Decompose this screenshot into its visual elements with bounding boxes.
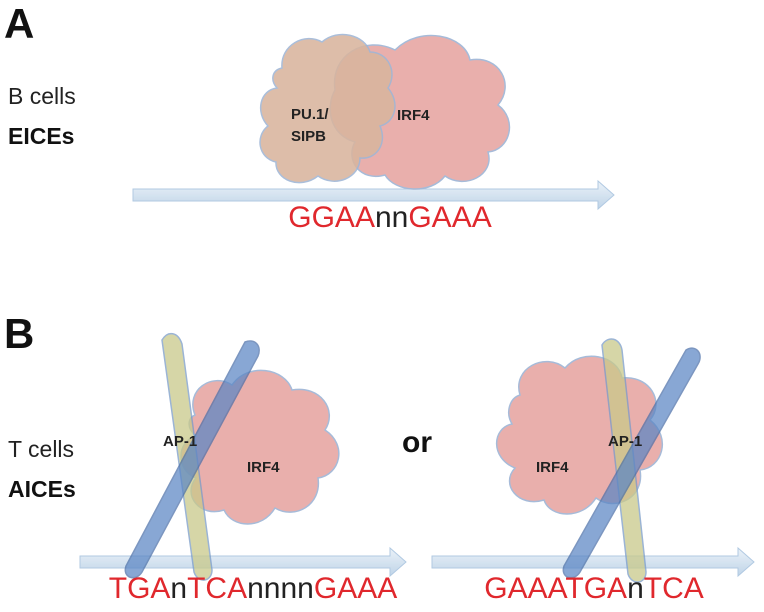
sequence-b-left-segment-1: n <box>170 572 187 605</box>
ap1-protein-b-right: AP-1 <box>562 338 701 583</box>
dna-arrow-b-right <box>431 546 755 578</box>
panel-a-cell-type: B cells <box>8 83 76 109</box>
sequence-a-segment-1: nn <box>375 201 408 234</box>
irf4-label-b-right: IRF4 <box>536 459 569 476</box>
sequence-a-segment-0: GGAA <box>288 201 375 234</box>
panel-a: A B cells EICEs IRF4 PU.1/ SIPB GGAAnnGA… <box>4 0 615 234</box>
pu1-label-line1: PU.1/ <box>291 106 329 123</box>
sequence-a-segment-2: GAAA <box>408 201 491 234</box>
sequence-b-right-segment-0: GAAATGA <box>484 572 627 605</box>
ap1-label-b-right: AP-1 <box>608 433 642 450</box>
panel-b-letter: B <box>4 310 34 357</box>
sequence-b-right-segment-2: TCA <box>644 572 704 605</box>
panel-a-letter: A <box>4 0 34 47</box>
irf4-label-b-left: IRF4 <box>247 459 280 476</box>
irf4-label-a: IRF4 <box>397 107 430 124</box>
sequence-b-right-segment-1: n <box>627 572 644 605</box>
sequence-b-left-segment-2: TCA <box>187 572 247 605</box>
pu1-protein: PU.1/ SIPB <box>259 33 396 184</box>
panel-b: B T cells AICEs IRF4 AP-1 TGAnTCAnnnnGAA… <box>4 310 755 605</box>
panel-a-element-type: EICEs <box>8 123 74 149</box>
or-connector: or <box>402 426 432 459</box>
ap1-label-b-left: AP-1 <box>163 433 197 450</box>
sequence-b-left-segment-3: nnnn <box>247 572 314 605</box>
ap1-blue-helix-right <box>562 347 701 579</box>
sequence-b-left-segment-0: TGA <box>109 572 171 605</box>
panel-b-cell-type: T cells <box>8 436 74 462</box>
sequence-a: GGAAnnGAAA <box>288 201 491 234</box>
sequence-b-left-segment-4: GAAA <box>314 572 397 605</box>
pu1-label-line2: SIPB <box>291 128 326 145</box>
ap1-protein-b-left: AP-1 <box>124 332 260 581</box>
panel-b-element-type: AICEs <box>8 476 76 502</box>
dna-arrow-a <box>132 179 615 211</box>
ap1-blue-helix-left <box>124 340 260 579</box>
sequence-b-left: TGAnTCAnnnnGAAA <box>109 572 397 605</box>
sequence-b-right: GAAATGAnTCA <box>484 572 704 605</box>
